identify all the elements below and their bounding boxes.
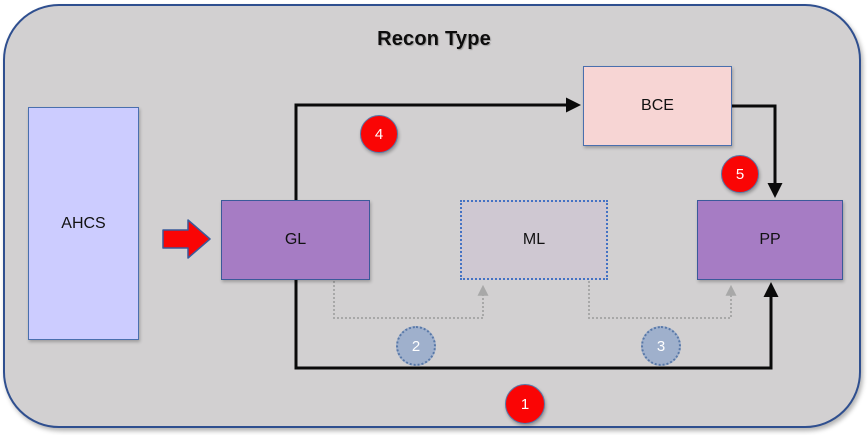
node-gl[interactable]: GL: [221, 200, 370, 280]
node-ahcs[interactable]: AHCS: [28, 107, 139, 340]
node-bce-label: BCE: [641, 97, 674, 114]
step-badge-1[interactable]: 1: [505, 384, 545, 424]
node-pp-label: PP: [759, 231, 781, 248]
node-pp[interactable]: PP: [697, 200, 843, 280]
step-badge-5-label: 5: [735, 165, 745, 183]
step-badge-4[interactable]: 4: [360, 115, 398, 153]
node-gl-label: GL: [284, 231, 307, 248]
step-badge-2[interactable]: 2: [396, 326, 436, 366]
step-badge-5[interactable]: 5: [721, 155, 759, 193]
node-ml[interactable]: ML: [460, 200, 608, 280]
node-bce[interactable]: BCE: [583, 66, 732, 146]
node-ahcs-label: AHCS: [61, 214, 106, 232]
page-title: Recon Type: [377, 28, 491, 50]
node-ml-label: ML: [522, 231, 546, 248]
step-badge-4-label: 4: [374, 125, 384, 143]
step-badge-3-label: 3: [656, 337, 666, 355]
ahcs-to-gl-block-arrow: [162, 219, 211, 259]
step-badge-3[interactable]: 3: [641, 326, 681, 366]
step-badge-1-label: 1: [520, 395, 530, 413]
step-badge-2-label: 2: [411, 337, 421, 355]
